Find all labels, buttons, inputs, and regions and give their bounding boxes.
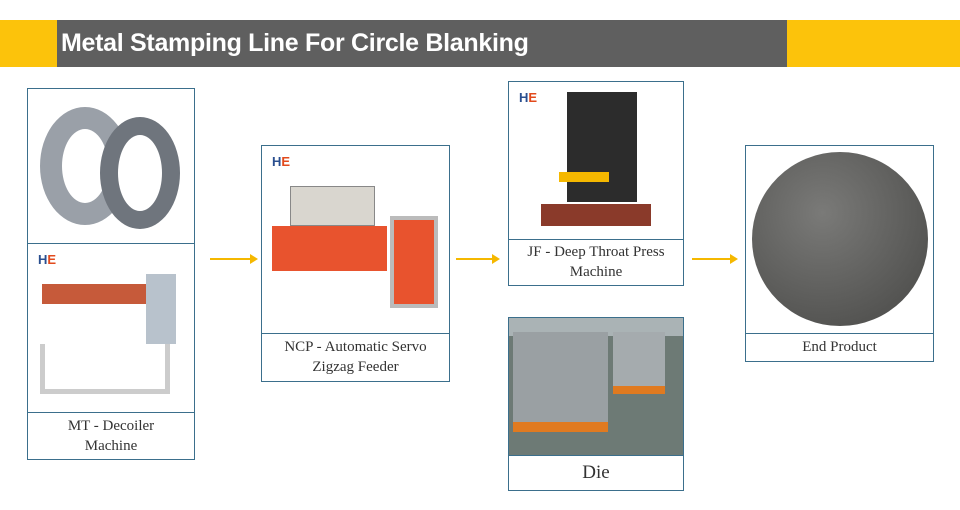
press-label: JF - Deep Throat Press Machine	[509, 239, 683, 285]
arrow-icon	[456, 254, 500, 264]
end-product-image	[746, 146, 933, 334]
decoiler-card: HE MT - Decoiler Machine	[27, 88, 195, 460]
decoiler-image: HE	[28, 244, 194, 413]
label-line: Zigzag Feeder	[312, 359, 399, 375]
feeder-card: HE NCP - Automatic Servo Zigzag Feeder	[261, 145, 450, 382]
feeder-image: HE	[262, 146, 449, 334]
steel-coil-image	[28, 89, 194, 244]
label-line: Machine	[84, 437, 138, 454]
die-card: Die	[508, 317, 684, 491]
die-image	[509, 318, 683, 456]
label-line: End Product	[802, 339, 877, 355]
label-line: NCP - Automatic Servo	[284, 339, 427, 355]
feeder-label: NCP - Automatic Servo Zigzag Feeder	[262, 333, 449, 381]
end-product-card: End Product	[745, 145, 934, 362]
press-image: HE	[509, 82, 683, 240]
page-title: Metal Stamping Line For Circle Blanking	[57, 20, 787, 67]
arrow-icon	[210, 254, 258, 264]
label-line: JF - Deep Throat Press	[527, 244, 665, 260]
label-line: Die	[582, 461, 610, 483]
label-line: MT - Decoiler	[67, 417, 155, 434]
label-line: Machine	[569, 264, 623, 280]
press-card: HE JF - Deep Throat Press Machine	[508, 81, 684, 286]
decoiler-label: MT - Decoiler Machine	[28, 412, 194, 459]
end-product-label: End Product	[746, 333, 933, 361]
die-label: Die	[509, 455, 683, 490]
arrow-icon	[692, 254, 738, 264]
